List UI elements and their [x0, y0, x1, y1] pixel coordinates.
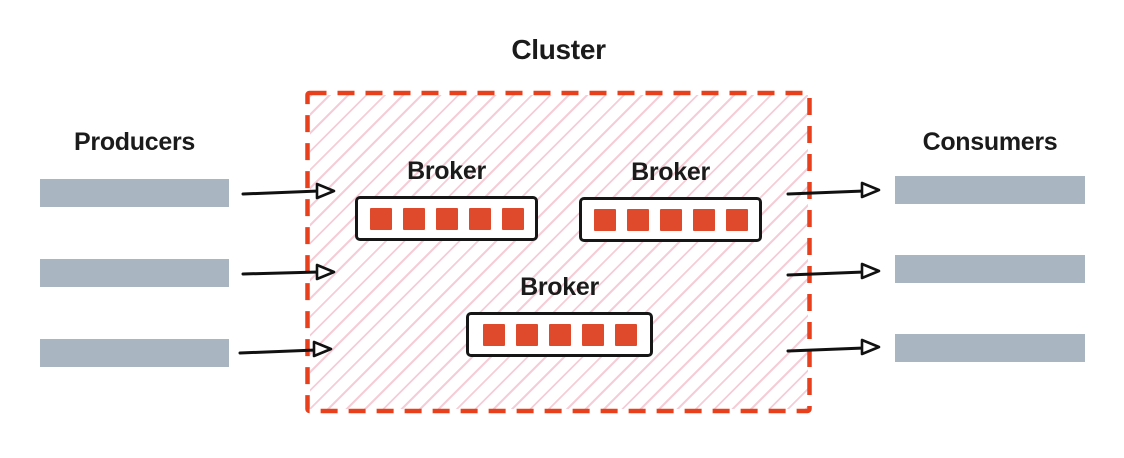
broker-label: Broker — [520, 273, 599, 301]
consumers-label: Consumers — [922, 128, 1058, 156]
broker-node-1: Broker — [355, 158, 538, 241]
partition-square — [725, 208, 748, 231]
partition-square — [581, 323, 604, 346]
producers-label: Producers — [74, 128, 195, 156]
broker-box — [579, 197, 762, 242]
partition-square — [614, 323, 637, 346]
partition-square — [501, 207, 524, 230]
partition-square — [593, 208, 616, 231]
producer-bar — [40, 179, 229, 207]
partition-square — [548, 323, 571, 346]
partition-square — [468, 207, 491, 230]
producer-bars — [40, 179, 229, 367]
producer-bar — [40, 339, 229, 367]
broker-node-2: Broker — [579, 159, 762, 242]
broker-node-3: Broker — [466, 274, 653, 357]
broker-box — [355, 196, 538, 241]
consumer-bar — [895, 255, 1085, 283]
partition-square — [692, 208, 715, 231]
consumer-bars — [895, 176, 1085, 362]
consumer-bar — [895, 176, 1085, 204]
partition-square — [402, 207, 425, 230]
consumer-bar — [895, 334, 1085, 362]
cluster-hatch-area — [310, 95, 808, 409]
broker-label: Broker — [631, 158, 710, 186]
partition-square — [515, 323, 538, 346]
cluster-title: Cluster — [511, 34, 606, 65]
partition-square — [659, 208, 682, 231]
partition-square — [435, 207, 458, 230]
broker-box — [466, 312, 653, 357]
partition-square — [482, 323, 505, 346]
partition-square — [369, 207, 392, 230]
producer-bar — [40, 259, 229, 287]
broker-label: Broker — [407, 157, 486, 185]
partition-square — [626, 208, 649, 231]
